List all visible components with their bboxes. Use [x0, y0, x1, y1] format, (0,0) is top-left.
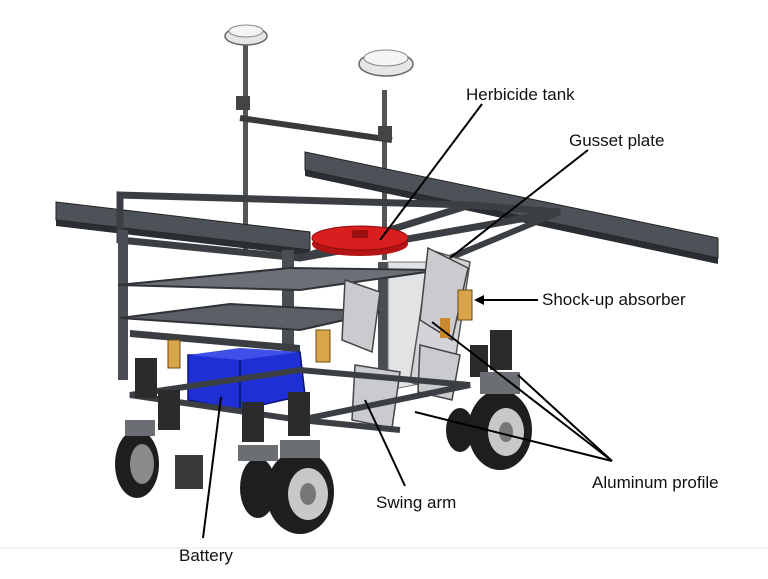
label-herbicide-tank: Herbicide tank	[466, 85, 575, 104]
label-aluminum-profile: Aluminum profile	[592, 473, 719, 492]
drive-motors	[135, 330, 512, 442]
leader-gusset-plate	[449, 149, 589, 259]
label-swing-arm: Swing arm	[376, 493, 457, 512]
battery-box	[187, 348, 306, 411]
label-battery: Battery	[179, 546, 233, 565]
shock-absorbers	[167, 289, 473, 369]
leader-aluminum-profile-2	[517, 374, 613, 462]
leader-swing-arm	[364, 399, 406, 487]
herbicide-tank	[311, 225, 409, 256]
label-shock-absorber: Shock-up absorber	[542, 290, 686, 309]
leader-aluminum-profile-1	[431, 321, 613, 462]
leader-herbicide-tank	[379, 103, 483, 241]
gnss-antennas	[224, 24, 414, 260]
wheels	[115, 372, 532, 534]
arrowhead-shock-absorber	[474, 295, 484, 305]
leader-lines	[202, 103, 613, 539]
leader-battery	[202, 396, 222, 539]
arrowheads	[474, 295, 484, 305]
middle-shelf	[117, 266, 441, 352]
leader-aluminum-profile-3	[414, 411, 613, 462]
label-gusset-plate: Gusset plate	[569, 131, 665, 150]
